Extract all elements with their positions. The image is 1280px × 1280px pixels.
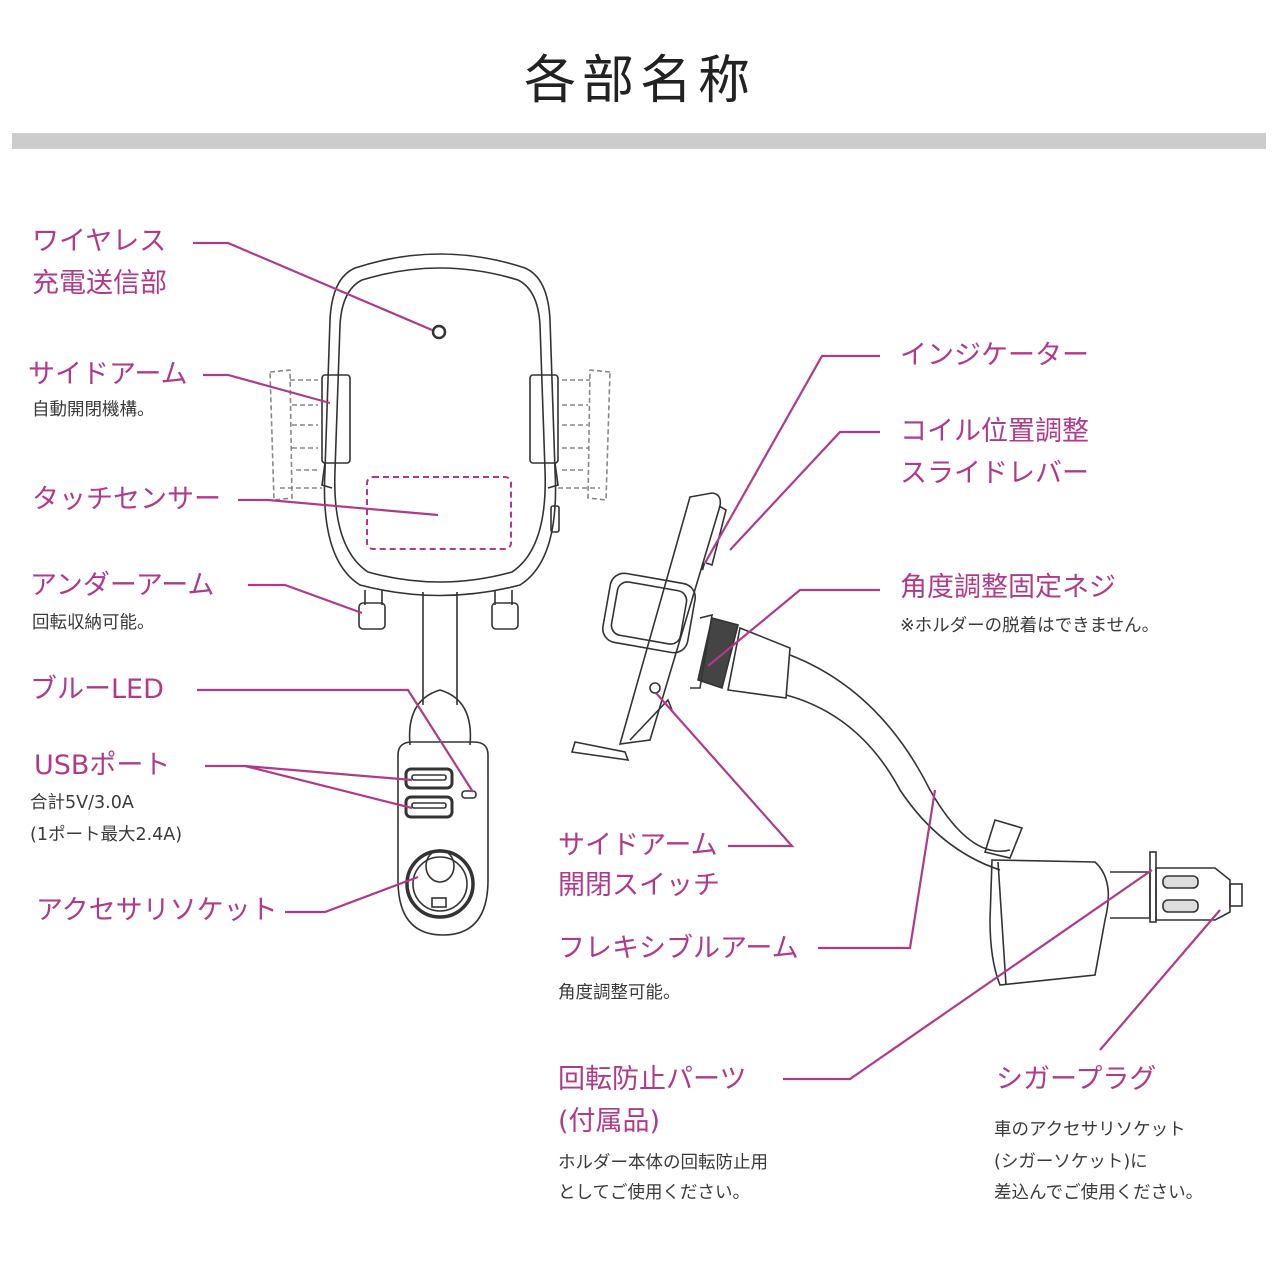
leader-cigar-plug (1099, 909, 1221, 1051)
label-usb-port: USBポート (34, 750, 171, 781)
label-anti-rotation-line2: (付属品) (558, 1106, 661, 1137)
note-under-arm: 回転収納可能。 (32, 613, 155, 633)
note-cigar-plug-2: (シガーソケット)に (994, 1152, 1148, 1172)
label-anti-rotation-line1: 回転防止パーツ (558, 1064, 747, 1095)
title-divider (12, 133, 1266, 149)
label-blue-led: ブルーLED (30, 674, 164, 705)
holder-body-side (618, 492, 722, 745)
indicator-slot (700, 562, 706, 571)
leader-usb-1 (205, 764, 413, 782)
front-view-device (269, 253, 611, 936)
cigar-plug-body (1155, 867, 1231, 921)
label-side-arm-switch-line2: 開閉スイッチ (558, 870, 720, 901)
flexible-arm-upper (789, 654, 1011, 852)
side-view-device (570, 492, 1243, 986)
leader-angle-screw (707, 588, 880, 667)
label-coil-lever-line1: コイル位置調整 (900, 416, 1089, 447)
wireless-coil-dot (431, 324, 447, 340)
cigar-plug-flange (1149, 851, 1157, 923)
leader-touch-sensor (238, 498, 439, 517)
leader-side-arm-switch (655, 692, 795, 848)
label-side-arm-switch-line1: サイドアーム (558, 830, 718, 861)
note-cigar-plug-3: 差込んでご使用ください。 (994, 1183, 1204, 1203)
holder-neck (422, 592, 458, 705)
label-indicator: インジケーター (900, 340, 1089, 371)
under-arms (358, 590, 519, 630)
leader-under-arm (248, 583, 363, 615)
anti-rotation-part (989, 859, 1110, 986)
label-wireless-line2: 充電送信部 (32, 268, 167, 299)
leader-anti-rotation (783, 869, 1153, 1081)
usb-port-1 (404, 767, 454, 790)
flexible-arm-lower (785, 694, 1001, 871)
label-angle-screw: 角度調整固定ネジ (900, 572, 1116, 603)
leader-lines (193, 241, 1221, 1081)
leader-accessory-socket (285, 875, 419, 914)
note-usb-total: 合計5V/3.0A (30, 793, 134, 813)
usb-base-unit (397, 741, 489, 936)
note-angle-screw: ※ホルダーの脱着はできません。 (900, 616, 1160, 636)
side-arm-open-ghost (269, 369, 611, 501)
angle-screw (697, 617, 739, 690)
holder-inner-frame (333, 267, 547, 583)
blue-led-mark (461, 790, 477, 799)
leader-flexible-arm (818, 789, 937, 950)
note-anti-rotation-1: ホルダー本体の回転防止用 (558, 1153, 768, 1173)
label-cigar-plug: シガープラグ (996, 1064, 1157, 1095)
label-flexible-arm: フレキシブルアーム (558, 933, 799, 964)
leader-coil-lever (729, 430, 880, 551)
holder-face-pad (601, 572, 697, 654)
label-touch-sensor: タッチセンサー (32, 484, 221, 515)
leader-indicator (704, 354, 880, 564)
label-accessory-socket: アクセサリソケット (36, 895, 278, 926)
touch-sensor-area (366, 476, 512, 550)
label-under-arm: アンダーアーム (30, 570, 215, 601)
side-arm-right (529, 374, 559, 464)
accessory-socket-ring (405, 849, 475, 919)
note-anti-rotation-2: としてご使用ください。 (558, 1183, 750, 1203)
leader-blue-led (197, 688, 474, 793)
page-title: 各部名称 (523, 51, 756, 111)
leader-side-arm (203, 373, 331, 405)
note-cigar-plug-1: 車のアクセサリソケット (994, 1120, 1186, 1140)
note-flexible-arm: 角度調整可能。 (558, 983, 681, 1003)
label-side-arm: サイドアーム (28, 359, 188, 390)
leader-usb-2 (244, 764, 413, 810)
leader-wireless (193, 241, 433, 332)
note-side-arm: 自動開閉機構。 (32, 400, 155, 420)
note-usb-max: (1ポート最大2.4A) (30, 825, 183, 845)
side-arm-left (321, 374, 351, 464)
label-coil-lever-line2: スライドレバー (900, 458, 1089, 489)
holder-outer-frame (323, 253, 557, 597)
label-wireless-line1: ワイヤレス (32, 226, 167, 257)
